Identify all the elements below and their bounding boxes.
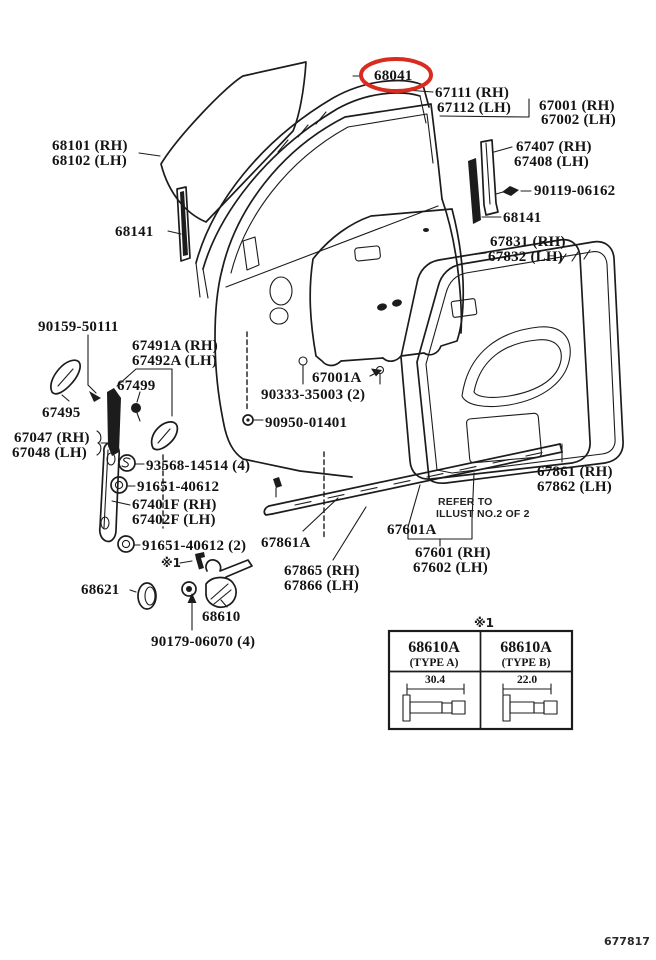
part-label-93568: 93568-14514 (4) [146,458,250,474]
table-col-b-dimension: 22.0 [517,674,537,686]
door-weatherstrip-ring-art [416,240,624,485]
part-label-67408: 67408 (LH) [514,154,589,170]
door-trim-panel-art [400,238,591,480]
part-label-67601: 67601 (RH) [415,545,491,561]
part-label-67407: 67407 (RH) [516,139,592,155]
part-label-67112: 67112 (LH) [437,100,511,116]
table-col-a-part: 68610A [408,639,460,656]
part-label-68621: 68621 [81,582,120,598]
part-label-91651: 91651-40612 [137,479,219,495]
part-label-67831: 67831 (RH) [490,234,566,250]
highlight-oval [359,57,433,93]
drawing-number: 677817 [604,935,650,948]
part-label-67001a: 67001A [312,370,362,386]
part-label-67001: 67001 (RH) [539,98,615,114]
window-frame-weatherstrip-art [195,79,430,299]
part-label-67602: 67602 (LH) [413,560,488,576]
part-label-67002: 67002 (LH) [541,112,616,128]
part-label-90159: 90159-50111 [38,319,119,335]
part-label-67111: 67111 (RH) [435,85,509,101]
part-label-67048: 67048 (LH) [12,445,87,461]
refer-note-line1: REFER TO [438,496,493,508]
service-hole-cover-art [309,208,465,367]
note-1-reference: ※1 [161,556,181,570]
part-label-91651-2: 91651-40612 (2) [142,538,246,554]
part-label-68141-right: 68141 [503,210,542,226]
table-col-a-dimension: 30.4 [425,674,445,686]
hardware-art [110,356,385,610]
part-label-68041: 68041 [374,68,413,84]
part-label-67832: 67832 (LH) [488,249,563,265]
part-label-67861a: 67861A [261,535,311,551]
part-label-67499: 67499 [117,378,156,394]
part-labels: 68041 67111 (RH) 67112 (LH) 67001 (RH) 6… [12,68,616,650]
bolt-drawing-type-a [402,683,466,722]
part-label-90333: 90333-35003 (2) [261,387,365,403]
part-label-67866: 67866 (LH) [284,578,359,594]
leader-lines [61,75,563,631]
part-label-67601a: 67601A [387,522,437,538]
part-label-67861: 67861 (RH) [537,464,613,480]
part-label-67402f: 67402F (LH) [132,512,216,528]
table-col-b-type: (TYPE B) [502,657,551,669]
part-label-90179: 90179-06070 (4) [151,634,255,650]
part-label-68101: 68101 (RH) [52,138,128,154]
part-label-67491a: 67491A (RH) [132,338,218,354]
table-dividers [388,630,573,730]
variant-table: ※1 68610A (TYPE A) 68610A (TYPE B) 30.4 … [387,616,574,731]
part-label-90950: 90950-01401 [265,415,347,431]
part-label-90119: 90119-06162 [534,183,615,199]
table-note-mark: ※1 [474,616,494,630]
part-label-67862: 67862 (LH) [537,479,612,495]
bolt-drawing-type-b [502,683,558,722]
refer-note-line2: ILLUST NO.2 OF 2 [436,508,530,520]
part-label-67865: 67865 (RH) [284,563,360,579]
part-label-67401f: 67401F (RH) [132,497,217,513]
belt-molding-art [263,443,563,516]
part-label-67495: 67495 [42,405,81,421]
part-label-68102: 68102 (LH) [52,153,127,169]
part-label-67047: 67047 (RH) [14,430,90,446]
table-col-a-type: (TYPE A) [410,657,459,669]
glass-run-strips-art [176,139,519,262]
part-label-68610: 68610 [202,609,241,625]
part-label-68141-left: 68141 [115,224,154,240]
part-label-67492a: 67492A (LH) [132,353,217,369]
clips-and-channel-art [49,359,141,456]
table-col-b-part: 68610A [500,639,552,656]
